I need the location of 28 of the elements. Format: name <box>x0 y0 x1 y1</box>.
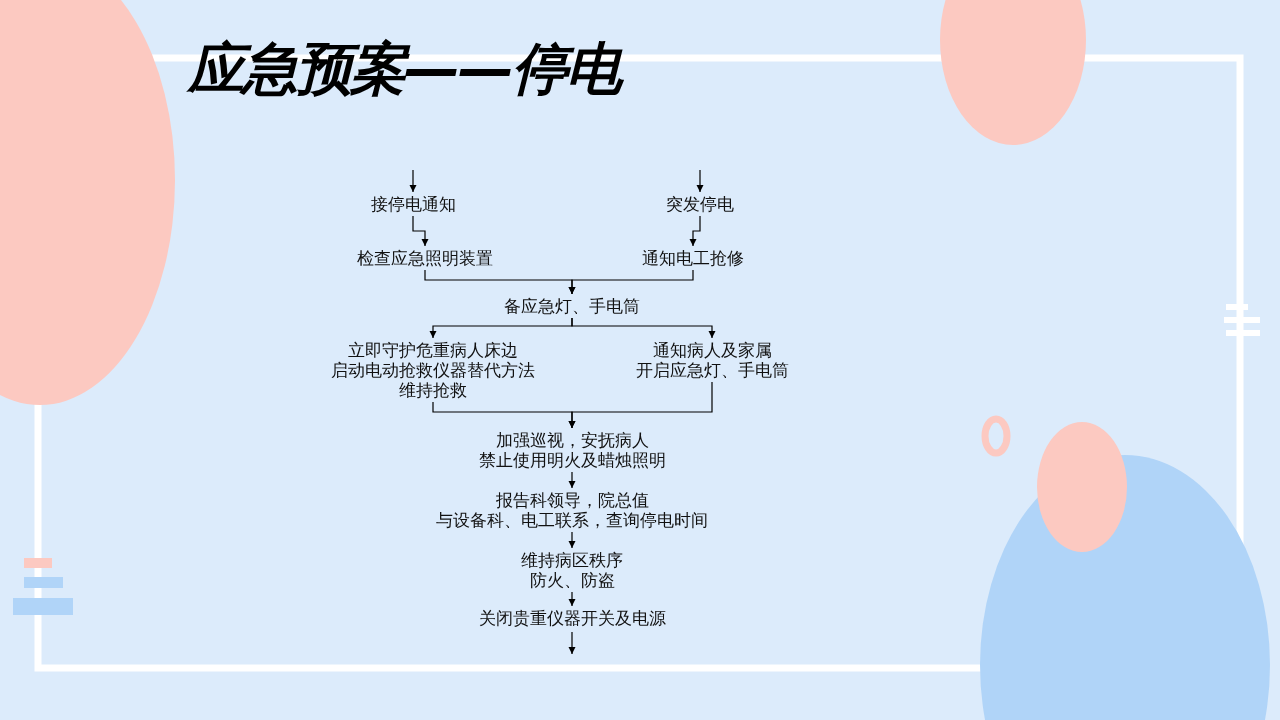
step-text: 与设备科、电工联系，查询停电时间 <box>435 510 709 530</box>
step-text: 通知电工抢修 <box>641 248 745 268</box>
arrow <box>568 381 713 429</box>
arrow <box>689 215 701 247</box>
step-text: 备应急灯、手电筒 <box>503 296 641 316</box>
step-text: 禁止使用明火及蜡烛照明 <box>477 450 667 470</box>
arrow <box>568 269 694 295</box>
step-text: 维持病区秩序 <box>520 550 624 570</box>
step-text: 防火、防盗 <box>528 570 616 590</box>
step-text: 通知病人及家属 <box>651 340 773 360</box>
step-text: 立即守护危重病人床边 <box>347 340 519 360</box>
arrow <box>568 591 576 607</box>
step-text: 启动电动抢救仪器替代方法 <box>330 360 536 380</box>
step-text: 开启应急灯、手电筒 <box>634 360 790 380</box>
step-text: 报告科领导，院总值 <box>494 490 650 510</box>
step-text: 检查应急照明装置 <box>356 248 494 268</box>
arrow <box>412 215 429 247</box>
step-text: 维持抢救 <box>398 380 468 400</box>
arrow <box>696 169 704 193</box>
step-text: 加强巡视，安抚病人 <box>494 430 650 450</box>
arrow <box>409 169 417 193</box>
arrow <box>568 531 576 549</box>
step-text: 突发停电 <box>665 194 735 214</box>
arrow <box>568 631 576 655</box>
step-text: 接停电通知 <box>369 194 457 214</box>
step-text: 关闭贵重仪器开关及电源 <box>477 608 667 628</box>
arrow <box>568 471 576 489</box>
arrow <box>571 317 716 339</box>
